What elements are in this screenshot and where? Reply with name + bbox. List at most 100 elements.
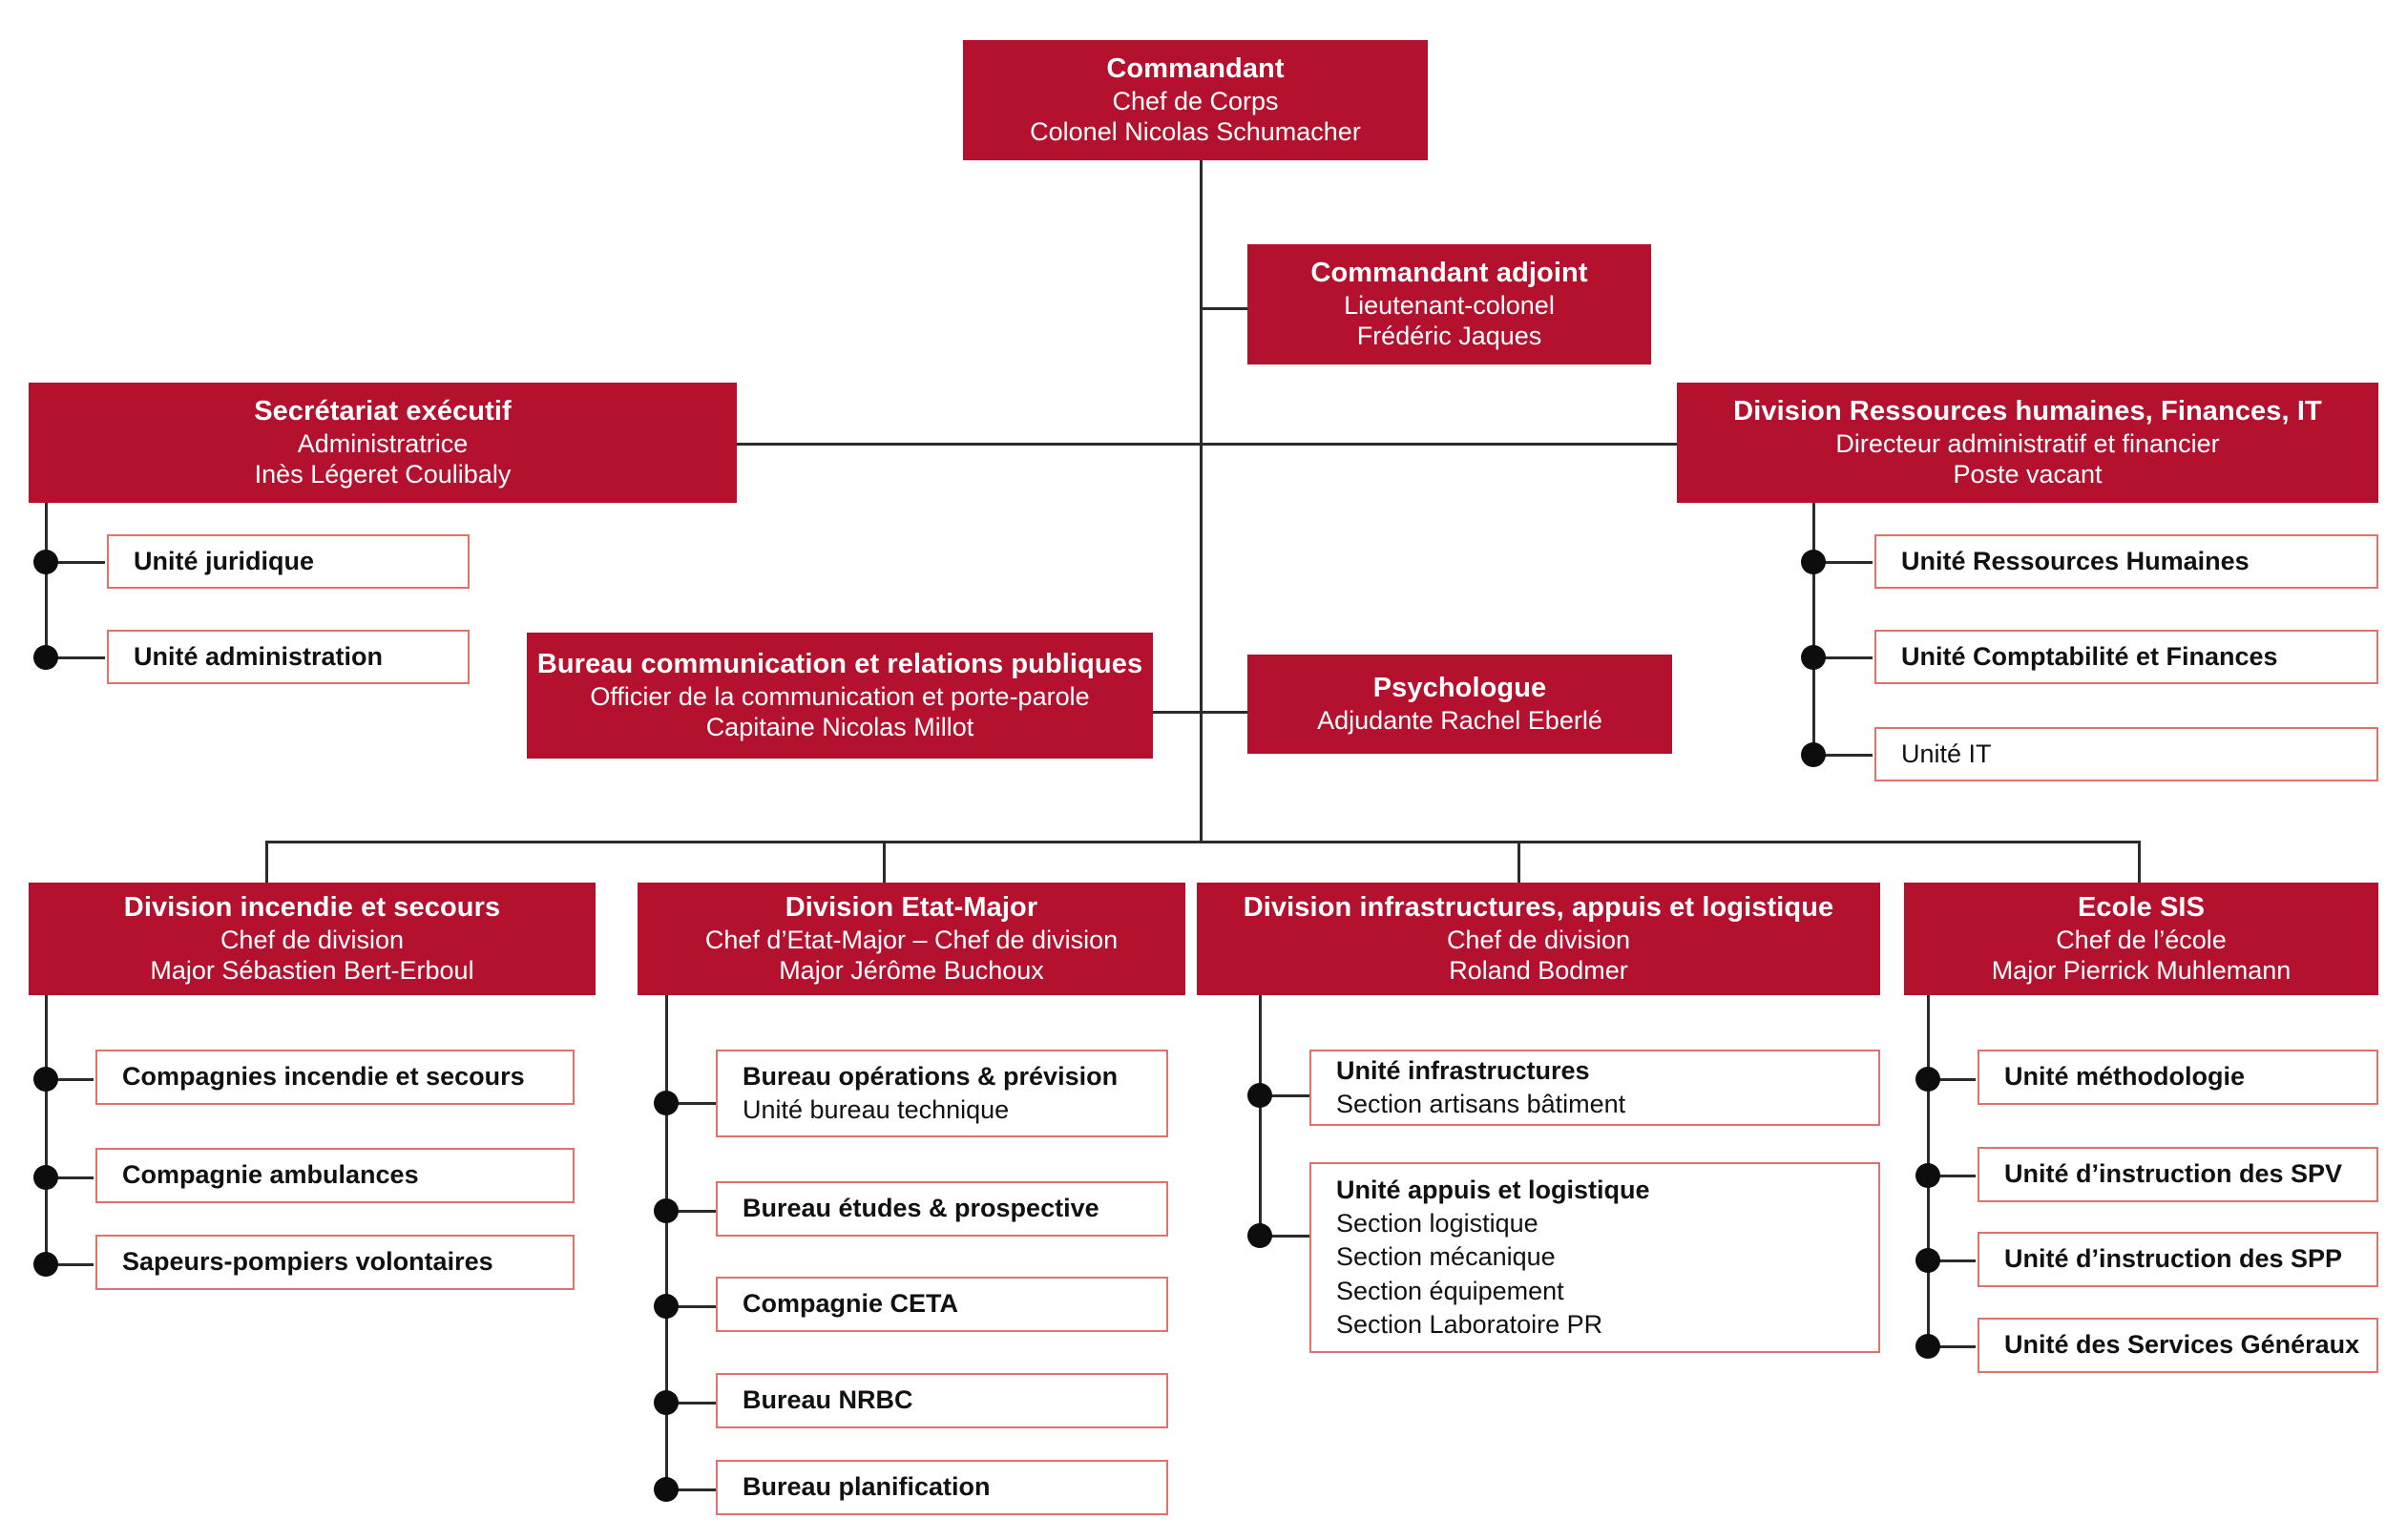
node-division-etat-major[interactable]: Division Etat-Major Chef d’Etat-Major – … [638,883,1185,995]
node-title: Bureau communication et relations publiq… [536,649,1143,680]
node-division-infrastructures[interactable]: Division infrastructures, appuis et logi… [1197,883,1880,995]
unit-title: Sapeurs-pompiers volontaires [122,1247,493,1277]
unit-title: Unité des Services Généraux [2004,1330,2360,1360]
junction-dot [33,550,58,574]
node-title: Division Etat-Major [785,892,1038,924]
node-title: Division Ressources humaines, Finances, … [1733,396,2322,427]
connector-stub-sec-1 [55,561,105,564]
node-title: Ecole SIS [2077,892,2206,924]
unit-title: Bureau planification [743,1472,991,1502]
connector-drop-etatmajor [883,841,886,884]
unit-box-sapeurs-pompiers-volontaires[interactable]: Sapeurs-pompiers volontaires [95,1235,575,1290]
unit-title: Bureau NRBC [743,1385,913,1415]
junction-dot [1801,645,1826,670]
unit-box-appuis-logistique[interactable]: Unité appuis et logistique Section logis… [1309,1162,1880,1353]
node-secretariat-executif[interactable]: Secrétariat exécutif Administratrice Inè… [29,383,737,503]
connector-stub-inf-2 [1269,1235,1309,1238]
junction-dot [654,1477,679,1502]
connector-stub-inc-2 [55,1176,94,1179]
unit-title: Unité d’instruction des SPV [2004,1159,2343,1189]
node-title: Division incendie et secours [123,892,501,924]
connector-stub-ec-2 [1937,1175,1976,1177]
unit-title: Compagnies incendie et secours [122,1062,525,1092]
connector-stub-em-3 [676,1305,716,1308]
unit-box-ressources-humaines[interactable]: Unité Ressources Humaines [1874,534,2378,589]
node-title: Division infrastructures, appuis et logi… [1243,892,1834,924]
unit-subline: Section logistique [1336,1209,1538,1238]
node-role: Chef de l’école [2056,926,2227,954]
unit-title: Unité administration [134,641,384,671]
unit-box-compagnie-ambulances[interactable]: Compagnie ambulances [95,1148,575,1203]
node-person: Major Sébastien Bert-Erboul [150,956,474,986]
node-role: Chef de Corps [1112,87,1279,115]
connector-trunk-main [1200,160,1203,843]
unit-box-compagnie-ceta[interactable]: Compagnie CETA [716,1277,1168,1332]
unit-box-infrastructures[interactable]: Unité infrastructures Section artisans b… [1309,1050,1880,1126]
unit-title: Unité appuis et logistique [1336,1176,1650,1205]
unit-box-comptabilite-finances[interactable]: Unité Comptabilité et Finances [1874,630,2378,684]
node-title: Psychologue [1372,673,1547,704]
junction-dot [1247,1083,1272,1108]
unit-box-juridique[interactable]: Unité juridique [107,534,470,589]
unit-box-instruction-spp[interactable]: Unité d’instruction des SPP [1978,1232,2378,1287]
node-bureau-communication[interactable]: Bureau communication et relations publiq… [527,633,1153,759]
junction-dot [654,1198,679,1223]
unit-subline: Unité bureau technique [743,1095,1010,1124]
connector-stub-inf-1 [1269,1094,1309,1097]
connector-stub-rh-2 [1823,656,1873,659]
junction-dot [1801,550,1826,574]
node-person: Major Jérôme Buchoux [779,956,1044,986]
junction-dot [1915,1334,1940,1359]
node-person: Roland Bodmer [1449,956,1628,986]
node-commandant[interactable]: Commandant Chef de Corps Colonel Nicolas… [963,40,1428,160]
junction-dot [33,1067,58,1092]
unit-box-it[interactable]: Unité IT [1874,727,2378,781]
connector-to-commandant-adjoint [1200,307,1247,310]
node-person: Colonel Nicolas Schumacher [1030,117,1361,147]
unit-subline: Section Laboratoire PR [1336,1309,1603,1339]
node-role: Administratrice [297,429,469,458]
node-role: Chef d’Etat-Major – Chef de division [704,926,1119,954]
unit-box-administration[interactable]: Unité administration [107,630,470,684]
connector-stub-inc-1 [55,1078,94,1081]
unit-title: Compagnie CETA [743,1289,959,1319]
unit-box-instruction-spv[interactable]: Unité d’instruction des SPV [1978,1147,2378,1202]
connector-to-bureau-com [1153,711,1201,714]
junction-dot [1915,1248,1940,1273]
connector-stub-ec-4 [1937,1345,1976,1348]
connector-stub-rh-1 [1823,561,1873,564]
unit-box-bureau-nrbc[interactable]: Bureau NRBC [716,1373,1168,1428]
node-role: Chef de division [1446,926,1631,954]
node-title: Secrétariat exécutif [254,396,512,427]
connector-spine-secretariat [45,489,48,660]
connector-spine-rh [1812,489,1815,765]
unit-box-methodologie[interactable]: Unité méthodologie [1978,1050,2378,1105]
unit-box-bureau-operations-prevision[interactable]: Bureau opérations & prévision Unité bure… [716,1050,1168,1137]
junction-dot [654,1091,679,1115]
unit-title: Compagnie ambulances [122,1160,419,1190]
unit-title: Unité infrastructures [1336,1055,1590,1085]
junction-dot [1247,1223,1272,1248]
unit-box-bureau-etudes-prospective[interactable]: Bureau études & prospective [716,1181,1168,1237]
junction-dot [33,645,58,670]
node-division-rh-finances-it[interactable]: Division Ressources humaines, Finances, … [1677,383,2378,503]
unit-box-bureau-planification[interactable]: Bureau planification [716,1460,1168,1515]
connector-spine-etatmajor [665,992,668,1492]
node-role: Lieutenant-colonel [1344,291,1555,320]
node-person: Frédéric Jaques [1356,322,1542,351]
unit-subline: Section mécanique [1336,1242,1556,1272]
unit-box-compagnies-incendie-secours[interactable]: Compagnies incendie et secours [95,1050,575,1105]
unit-box-services-generaux[interactable]: Unité des Services Généraux [1978,1318,2378,1373]
connector-drop-incendie [265,841,268,884]
node-role: Officier de la communication et porte-pa… [590,682,1090,711]
node-commandant-adjoint[interactable]: Commandant adjoint Lieutenant-colonel Fr… [1247,244,1651,364]
node-person: Inès Légeret Coulibaly [254,460,512,489]
junction-dot [33,1165,58,1190]
node-psychologue[interactable]: Psychologue Adjudante Rachel Eberlé [1247,655,1672,754]
node-division-incendie-secours[interactable]: Division incendie et secours Chef de div… [29,883,596,995]
connector-stub-em-1 [676,1102,716,1105]
connector-spine-infra [1259,992,1262,1245]
node-ecole-sis[interactable]: Ecole SIS Chef de l’école Major Pierrick… [1904,883,2378,995]
unit-title: Unité méthodologie [2004,1062,2245,1092]
node-role: Directeur administratif et financier [1835,429,2220,458]
